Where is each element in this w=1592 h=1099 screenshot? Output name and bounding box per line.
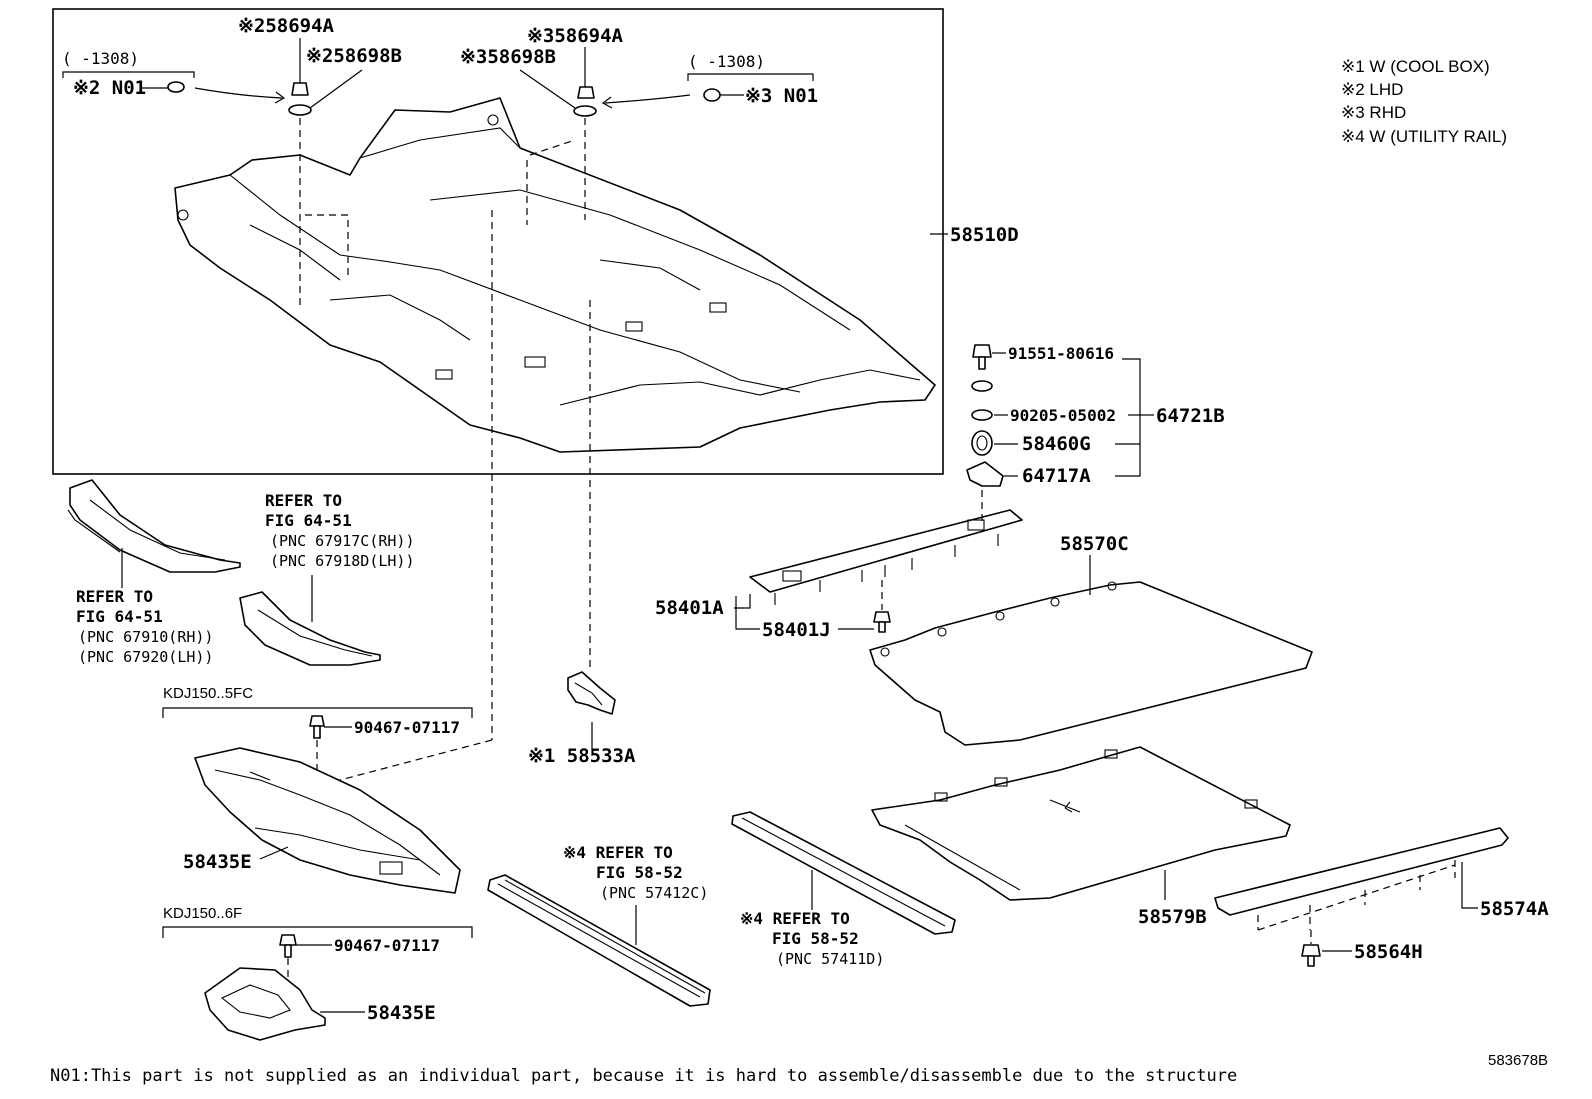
carpet-assembly-frame — [52, 8, 944, 475]
utility-rail-left[interactable] — [487, 874, 711, 1007]
clip-58401J[interactable] — [873, 611, 891, 633]
washer-90205[interactable] — [971, 409, 993, 421]
label-58694A-right: ※358694A — [527, 25, 624, 47]
clip-left[interactable] — [167, 81, 312, 116]
label-58574A: 58574A — [1480, 898, 1549, 920]
legend-item-3: ※3 RHD — [1341, 103, 1406, 122]
ref2-line1: REFER TO — [76, 587, 153, 606]
scuff-plate-lower[interactable] — [239, 591, 381, 666]
label-58460G: 58460G — [1022, 433, 1091, 455]
diagram-id: 583678B — [1488, 1052, 1548, 1069]
bracket-64717A[interactable] — [966, 461, 1004, 487]
label-58698B-left: ※258698B — [306, 45, 402, 67]
bolt-90467-2[interactable] — [279, 934, 297, 958]
legend: ※1 W (COOL BOX) ※2 LHD ※3 RHD ※4 W (UTIL… — [1341, 57, 1507, 146]
bracket-58435E-lower[interactable] — [204, 967, 326, 1041]
label-58435E-1: 58435E — [183, 851, 252, 873]
clip-58564H[interactable] — [1301, 944, 1321, 967]
ref-block-1: REFER TO FIG 64-51 (PNC 67917C(RH)) (PNC… — [265, 491, 415, 622]
cond-kdj-5fc: KDJ150..5FC — [163, 685, 253, 702]
footnote: N01:This part is not supplied as an indi… — [50, 1066, 1237, 1086]
rail-58401A[interactable] — [749, 509, 1023, 605]
label-58533A: ※1 58533A — [528, 745, 636, 767]
ref4-line3: (PNC 57411D) — [776, 950, 884, 968]
arrow-right-head — [601, 96, 613, 109]
legend-item-1: ※1 W (COOL BOX) — [1341, 57, 1490, 76]
label-58401A: 58401A — [655, 597, 724, 619]
label-90467-1: 90467-07117 — [354, 718, 460, 737]
ref2-line3: (PNC 67910(RH)) — [78, 628, 213, 646]
label-91551: 91551-80616 — [1008, 344, 1114, 363]
cond-bracket-left: ( -1308) — [62, 49, 195, 78]
ref2-line2: FIG 64-51 — [76, 607, 163, 626]
ref3-line1: ※4 REFER TO — [563, 843, 673, 862]
arrow-right — [604, 94, 691, 104]
ref4-line1: ※4 REFER TO — [740, 909, 850, 928]
ref2-line4: (PNC 67920(LH)) — [78, 648, 213, 666]
washer-1[interactable] — [971, 380, 993, 392]
ref3-line3: (PNC 57412C) — [600, 884, 708, 902]
ring-58460G[interactable] — [971, 430, 993, 456]
label-58401J: 58401J — [762, 619, 831, 641]
cond-label-left: ( -1308) — [62, 49, 139, 68]
label-58435E-2: 58435E — [367, 1002, 436, 1024]
label-N01-left: ※2 N01 — [73, 77, 146, 99]
ref1-line2: FIG 64-51 — [265, 511, 352, 530]
label-58579B: 58579B — [1138, 906, 1207, 928]
legend-item-2: ※2 LHD — [1341, 80, 1403, 99]
floor-carpet-part[interactable] — [174, 97, 936, 453]
ref1-line1: REFER TO — [265, 491, 342, 510]
clip-right[interactable] — [573, 86, 721, 117]
label-N01-right: ※3 N01 — [745, 85, 818, 107]
ref4-line2: FIG 58-52 — [772, 929, 859, 948]
ref3-line2: FIG 58-52 — [596, 863, 683, 882]
arrow-left — [194, 87, 283, 99]
cond-bracket-right: ( -1308) — [687, 52, 814, 81]
ref1-line4: (PNC 67918D(LH)) — [270, 552, 415, 570]
bolt-91551[interactable] — [972, 344, 992, 370]
cond-kdj-6f: KDJ150..6F — [163, 905, 242, 922]
scuff-58574A[interactable] — [1214, 827, 1509, 931]
label-58694A-left: ※258694A — [238, 15, 335, 37]
label-58564H: 58564H — [1354, 941, 1423, 963]
label-58698B-right: ※358698B — [460, 46, 556, 68]
bolt-90467-1[interactable] — [309, 715, 325, 739]
utility-rail-right[interactable] — [731, 811, 956, 935]
label-64717A: 64717A — [1022, 465, 1091, 487]
ref1-line3: (PNC 67917C(RH)) — [270, 532, 415, 550]
label-58510D: 58510D — [950, 224, 1019, 246]
bracket-58435E-upper[interactable] — [194, 747, 461, 894]
scuff-plate-upper[interactable] — [67, 479, 241, 573]
label-90205: 90205-05002 — [1010, 406, 1116, 425]
deck-board-58570C[interactable] — [869, 581, 1313, 746]
ref-block-3: ※4 REFER TO FIG 58-52 (PNC 57412C) — [563, 843, 708, 945]
legend-item-4: ※4 W (UTILITY RAIL) — [1341, 127, 1507, 146]
bracket-58533A[interactable] — [567, 671, 616, 715]
ref-block-2: REFER TO FIG 64-51 (PNC 67910(RH)) (PNC … — [76, 548, 213, 666]
label-90467-2: 90467-07117 — [334, 936, 440, 955]
arrow-left-head — [274, 91, 286, 104]
cond-label-right: ( -1308) — [688, 52, 765, 71]
deck-floor-58579B[interactable] — [871, 746, 1291, 901]
label-58570C: 58570C — [1060, 533, 1129, 555]
ref-block-4: ※4 REFER TO FIG 58-52 (PNC 57411D) — [740, 870, 884, 968]
label-64721B: 64721B — [1156, 405, 1225, 427]
